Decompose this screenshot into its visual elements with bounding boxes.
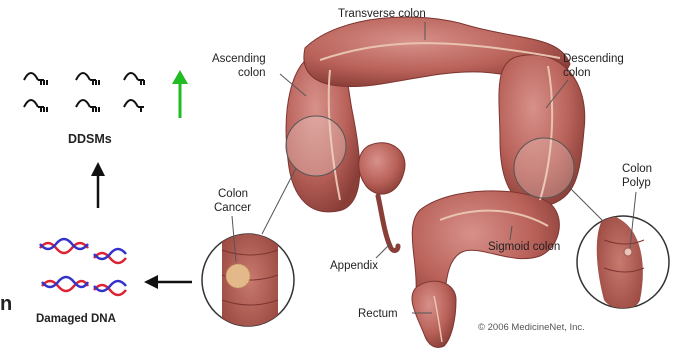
- colon-cancer-inset: [202, 230, 294, 330]
- damaged-dna-icon: [40, 239, 126, 295]
- colon-polyp-label-line2: Polyp: [622, 177, 651, 189]
- descending-colon-label-line2: colon: [563, 67, 591, 79]
- cropped-letter: n: [0, 293, 12, 315]
- colon-polyp-label-line1: Colon: [622, 163, 652, 175]
- colon-cancer-label-line1: Colon: [218, 188, 248, 200]
- ascending-colon-label-line1: Ascending: [212, 53, 266, 65]
- polyp-highlight-circle: [514, 138, 574, 198]
- cancer-connector: [262, 168, 296, 234]
- colon-cancer-label-line2: Cancer: [214, 202, 251, 214]
- copyright-text: © 2006 MedicineNet, Inc.: [478, 322, 585, 333]
- sigmoid-colon-label: Sigmoid colon: [488, 241, 560, 253]
- cancer-highlight-circle: [286, 116, 346, 176]
- left-arrow-icon: [144, 275, 192, 289]
- increase-arrow-icon: [172, 70, 188, 118]
- damaged-dna-label: Damaged DNA: [36, 313, 116, 325]
- ascending-colon-label-line2: colon: [238, 67, 266, 79]
- polyp-connector: [568, 186, 602, 220]
- colon-polyp-inset: [577, 214, 669, 309]
- rectum-label: Rectum: [358, 308, 398, 320]
- ddsm-glyphs: [24, 73, 144, 112]
- up-arrow-icon: [91, 162, 105, 208]
- descending-colon-label-line1: Descending: [563, 53, 624, 65]
- transverse-colon-label: Transverse colon: [338, 8, 426, 20]
- appendix-label: Appendix: [330, 260, 378, 272]
- ddsm-label: DDSMs: [68, 132, 112, 146]
